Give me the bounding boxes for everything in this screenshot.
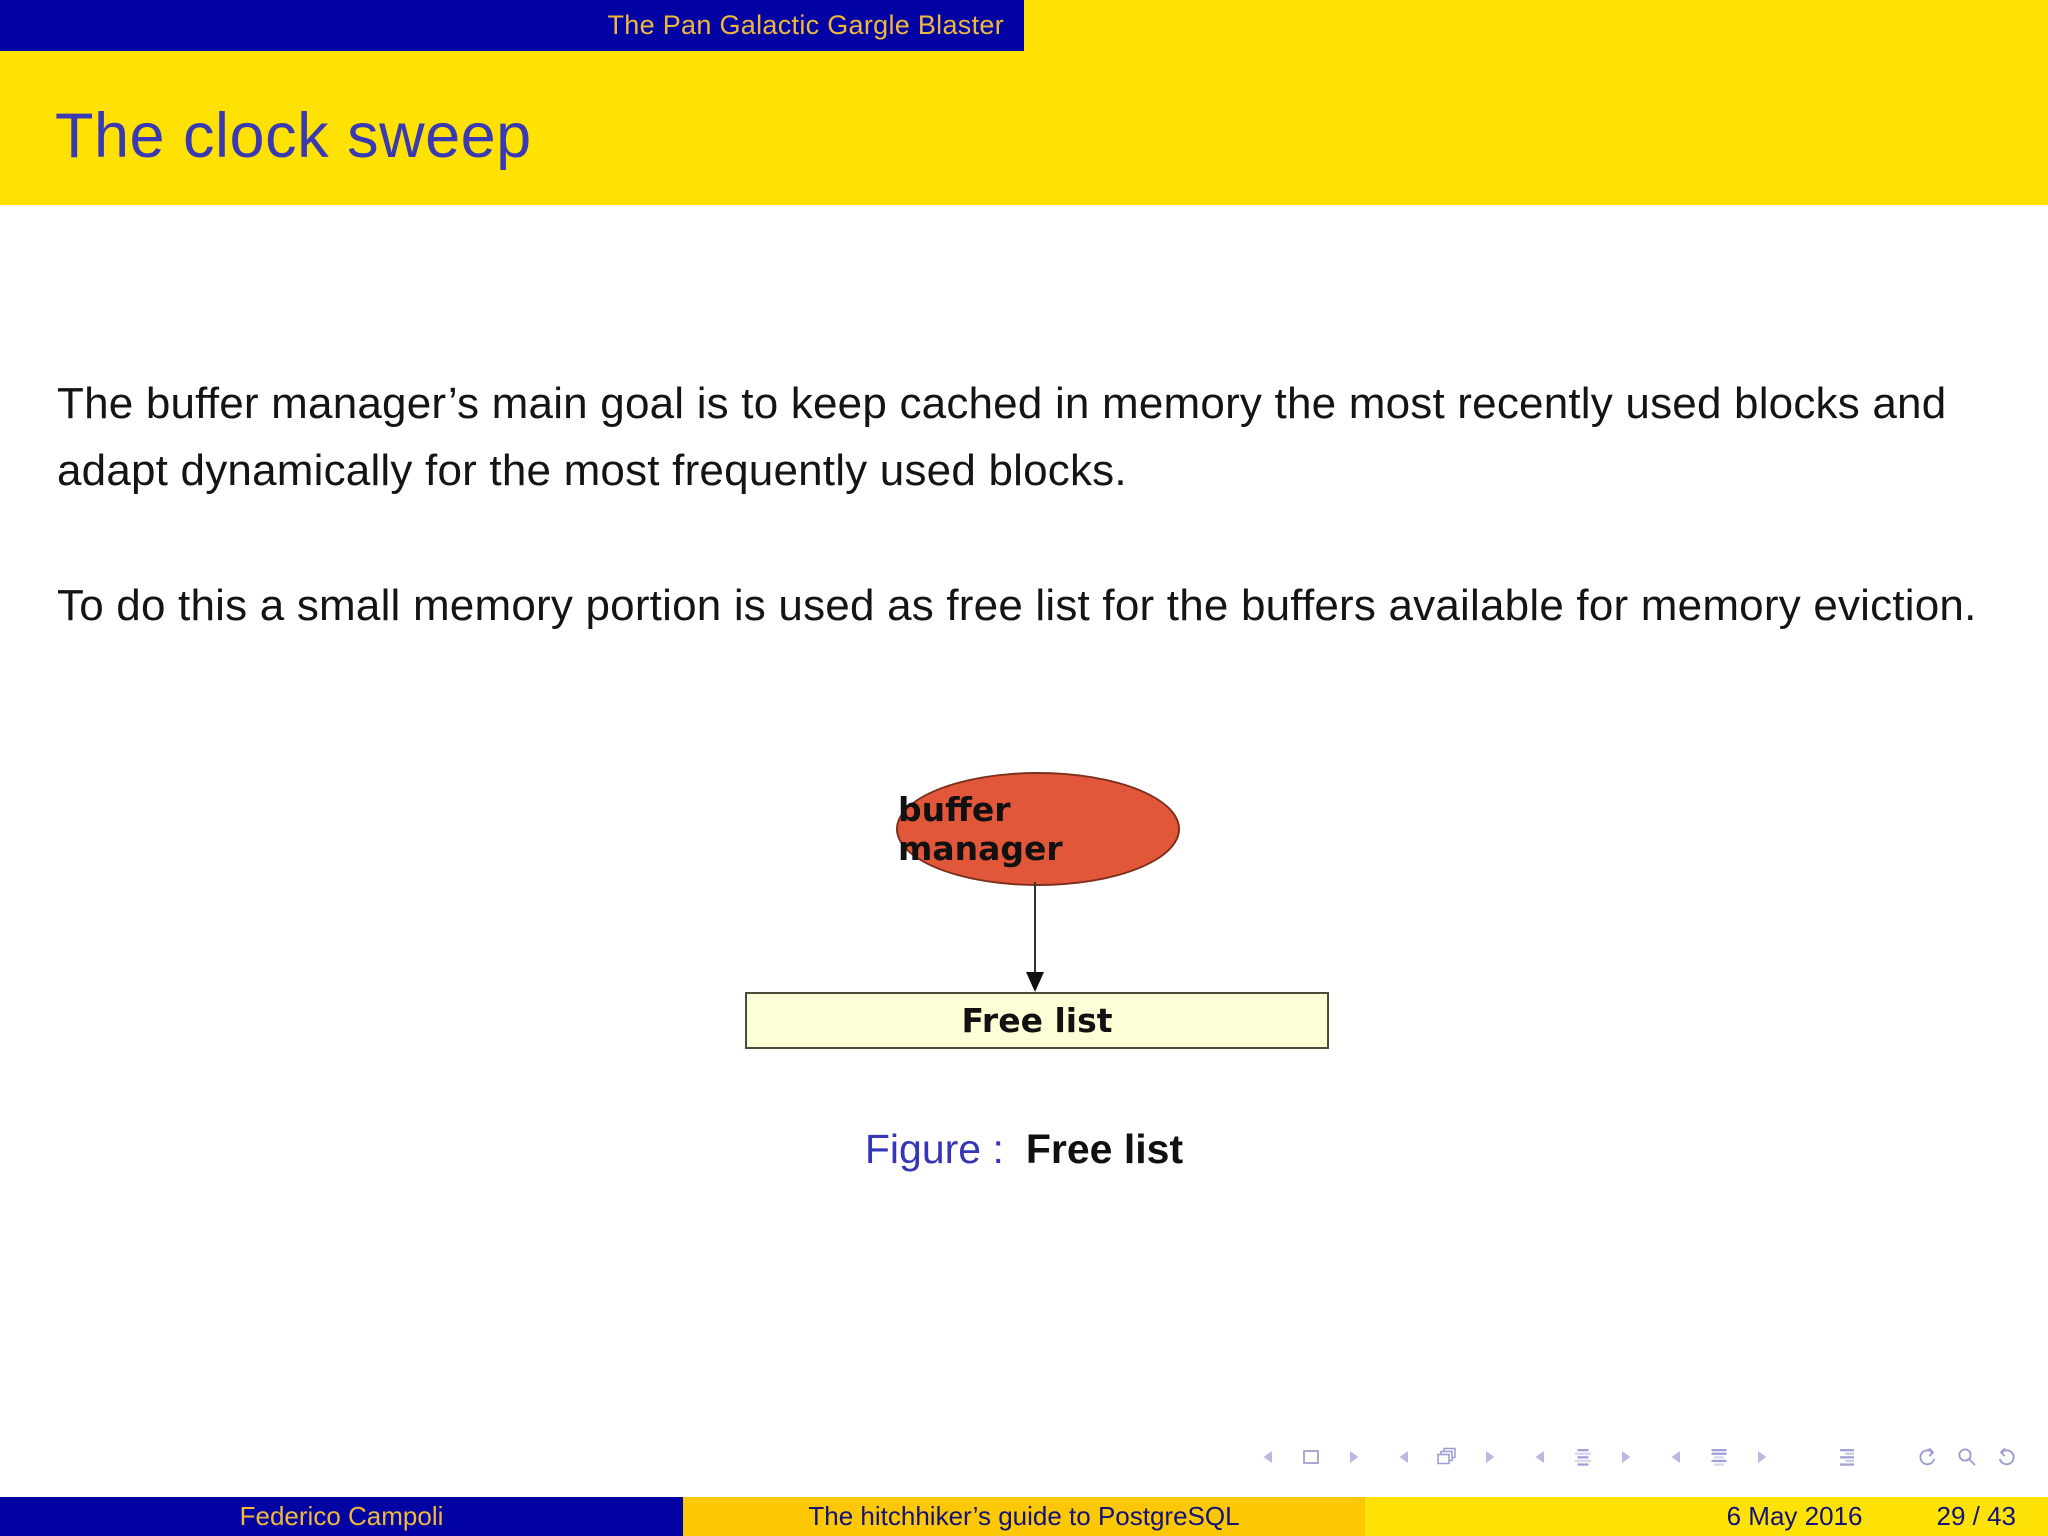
diagram-box-label: Free list: [961, 1001, 1113, 1040]
footer-title-segment: The hitchhiker’s guide to PostgreSQL: [683, 1497, 1365, 1536]
body-paragraph-1: The buffer manager’s main goal is to kee…: [57, 379, 1947, 495]
nav-group-1: [1256, 1446, 1366, 1468]
body-paragraph-2: To do this a small memory portion is use…: [57, 581, 1977, 630]
back-icon[interactable]: [1912, 1446, 1938, 1468]
frame-next-icon[interactable]: [1476, 1446, 1502, 1468]
footer-page-number: 29 / 43: [1936, 1501, 2016, 1531]
subsection-next-icon[interactable]: [1612, 1446, 1638, 1468]
nav-group-6: [1912, 1446, 2022, 1468]
search-icon[interactable]: [1954, 1446, 1980, 1468]
footer-meta-segment: 6 May 2016 29 / 43: [1365, 1497, 2048, 1536]
slide-next-icon[interactable]: [1340, 1446, 1366, 1468]
subsection-list-icon[interactable]: [1706, 1446, 1732, 1468]
section-list-icon[interactable]: [1570, 1446, 1596, 1468]
diagram-node-buffer-manager: buffer manager: [896, 772, 1180, 886]
top-band: The Pan Galactic Gargle Blaster The cloc…: [0, 0, 2048, 205]
figure-caption-label: Figure :: [864, 1126, 1004, 1172]
nav-group-4: [1664, 1446, 1774, 1468]
section-next-icon[interactable]: [1748, 1446, 1774, 1468]
diagram-node-label: buffer manager: [898, 790, 1063, 868]
diagram-box-free-list: Free list: [745, 992, 1329, 1049]
footer-author-segment: Federico Campoli: [0, 1497, 683, 1536]
headline-bar-title: The Pan Galactic Gargle Blaster: [607, 10, 1004, 40]
nav-group-3: [1528, 1446, 1638, 1468]
footer-presentation-title: The hitchhiker’s guide to PostgreSQL: [808, 1501, 1240, 1531]
frame-stack-icon[interactable]: [1434, 1446, 1460, 1468]
appendix-list-icon[interactable]: [1830, 1446, 1856, 1468]
forward-icon[interactable]: [1996, 1446, 2022, 1468]
frame-prev-icon[interactable]: [1392, 1446, 1418, 1468]
slide-icon[interactable]: [1298, 1446, 1324, 1468]
nav-group-5: [1830, 1446, 1856, 1468]
headline-bar: The Pan Galactic Gargle Blaster: [0, 0, 1024, 51]
figure-caption-text: Free list: [1025, 1126, 1184, 1172]
figure-caption: Figure : Free list: [0, 1126, 2048, 1173]
footer-author: Federico Campoli: [239, 1501, 444, 1531]
diagram-arrow-line: [1034, 882, 1036, 973]
footer-bar: Federico Campoli The hitchhiker’s guide …: [0, 1497, 2048, 1536]
subsection-prev-icon[interactable]: [1528, 1446, 1554, 1468]
section-prev-icon[interactable]: [1664, 1446, 1690, 1468]
diagram-arrowhead-icon: [1026, 972, 1044, 992]
navigation-symbols-bar: [1256, 1446, 2022, 1468]
nav-group-2: [1392, 1446, 1502, 1468]
slide-prev-icon[interactable]: [1256, 1446, 1282, 1468]
page-title: The clock sweep: [55, 101, 532, 171]
footer-date: 6 May 2016: [1726, 1501, 1863, 1531]
